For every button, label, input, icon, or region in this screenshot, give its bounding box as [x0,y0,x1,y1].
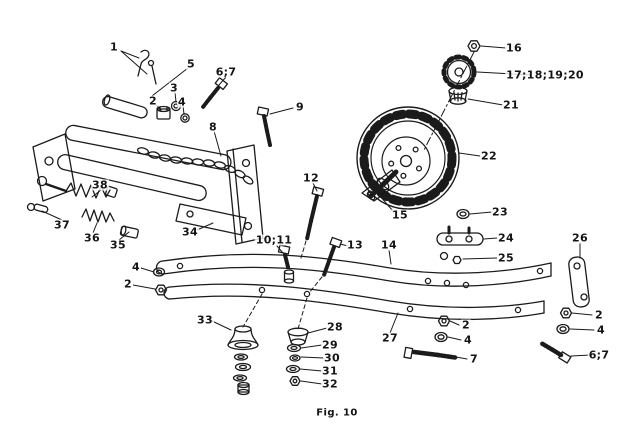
callout-3: 3 [169,81,179,95]
ring-23 [456,208,470,220]
bolt-6-7-top-drawing [201,77,229,109]
callout-13: 13 [346,238,364,252]
callout-25: 25 [497,251,515,265]
callout-22: 22 [480,149,498,163]
axle-clamp-drawing [436,208,484,265]
callout-2-top: 2 [148,94,158,108]
lower-beam-drawing [163,283,545,321]
left-beam-fasteners-drawing [152,267,168,296]
leader-lines [41,45,595,385]
callout-2-bottom: 2 [461,318,471,332]
callout-21: 21 [502,98,520,112]
clamp-plate-24 [436,232,484,246]
callout-32: 32 [321,377,339,391]
rocker-plate-34 [175,203,247,236]
hub-21 [448,86,468,105]
bolt-13-drawing [322,236,343,277]
callout-6-7-right: 6;7 [587,348,611,362]
callout-5: 5 [186,57,196,71]
axle-15 [361,169,401,202]
callout-15: 15 [391,208,409,222]
chain-drawing [136,147,254,185]
callout-36: 36 [83,231,101,245]
callout-8: 8 [208,120,218,134]
callout-17-18-19-20: 17;18;19;20 [505,68,585,82]
callout-38: 38 [91,178,109,192]
nut-16 [467,40,481,52]
bracket-26-drawing [568,256,590,308]
callout-4-top: 4 [177,95,187,109]
callout-23: 23 [491,205,509,219]
right-fasteners-drawing [538,307,573,364]
callout-16: 16 [505,41,523,55]
callout-2-left: 2 [123,277,133,291]
callout-7: 7 [469,352,479,366]
callout-14: 14 [380,238,398,252]
callout-2-right: 2 [594,308,604,322]
callout-34: 34 [181,225,199,239]
callout-26: 26 [571,231,589,245]
callout-4-bottom: 4 [463,333,473,347]
callout-31: 31 [321,364,339,378]
wheel-22 [356,106,460,210]
wheel-assembly-drawing [356,40,481,210]
callout-33: 33 [196,313,214,327]
callout-24: 24 [497,231,515,245]
roller-stack-33-drawing [227,325,259,396]
callout-9: 9 [295,100,305,114]
alignment-lines [242,240,323,330]
callout-28: 28 [326,320,344,334]
bolt-12-drawing [305,186,325,241]
callout-4-right: 4 [596,323,606,337]
callout-12: 12 [302,171,320,185]
callout-1: 1 [109,40,119,54]
nut-25 [439,251,449,261]
spring-assembly-drawing [26,175,139,239]
bottom-center-fasteners-drawing [403,315,458,360]
figure-caption: Fig. 10 [316,407,358,419]
callout-4-left: 4 [131,260,141,274]
spring-36 [81,208,115,223]
clip-pin-drawing [101,49,157,119]
callout-37: 37 [53,218,71,232]
upper-beam-drawing [155,253,552,289]
callout-35: 35 [109,238,127,252]
callout-29: 29 [321,338,339,352]
bolt-9-drawing [256,106,272,147]
callout-10-11: 10;11 [254,233,294,247]
callout-27: 27 [381,331,399,345]
pivot-bolt-10-11-drawing [277,244,295,284]
callout-30: 30 [323,351,341,365]
callout-6-7-top: 6;7 [214,65,238,79]
